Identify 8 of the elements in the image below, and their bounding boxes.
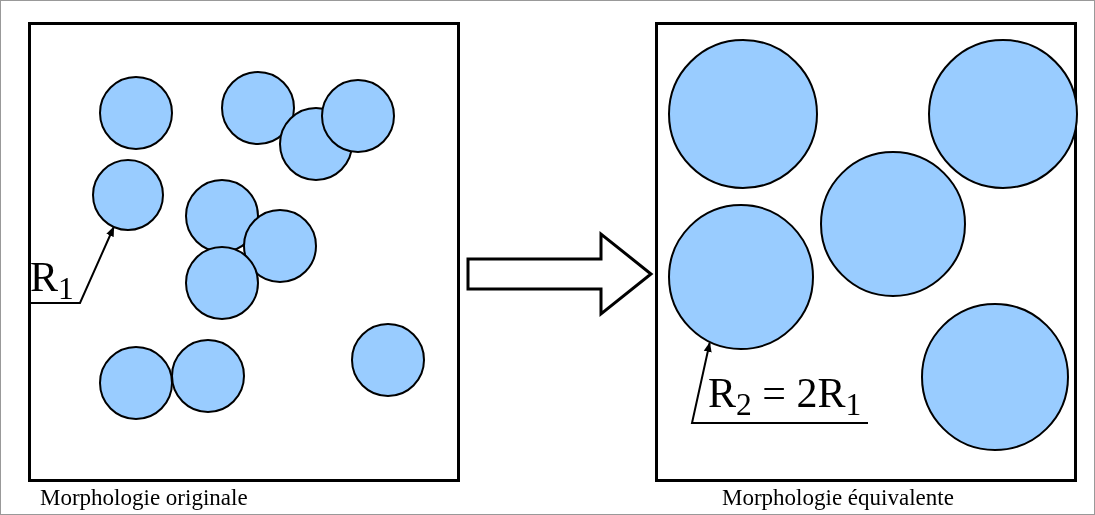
panel-frame [28,22,460,482]
panel-caption: Morphologie équivalente [722,484,954,512]
panel-frame [655,22,1077,482]
panel-caption: Morphologie originale [40,484,248,512]
radius-label: R$_{1}$ [30,236,90,298]
block-arrow [466,230,654,318]
radius-label: R$_{2}$ = 2R$_{1}$ [708,348,868,414]
leader-line [690,341,869,424]
